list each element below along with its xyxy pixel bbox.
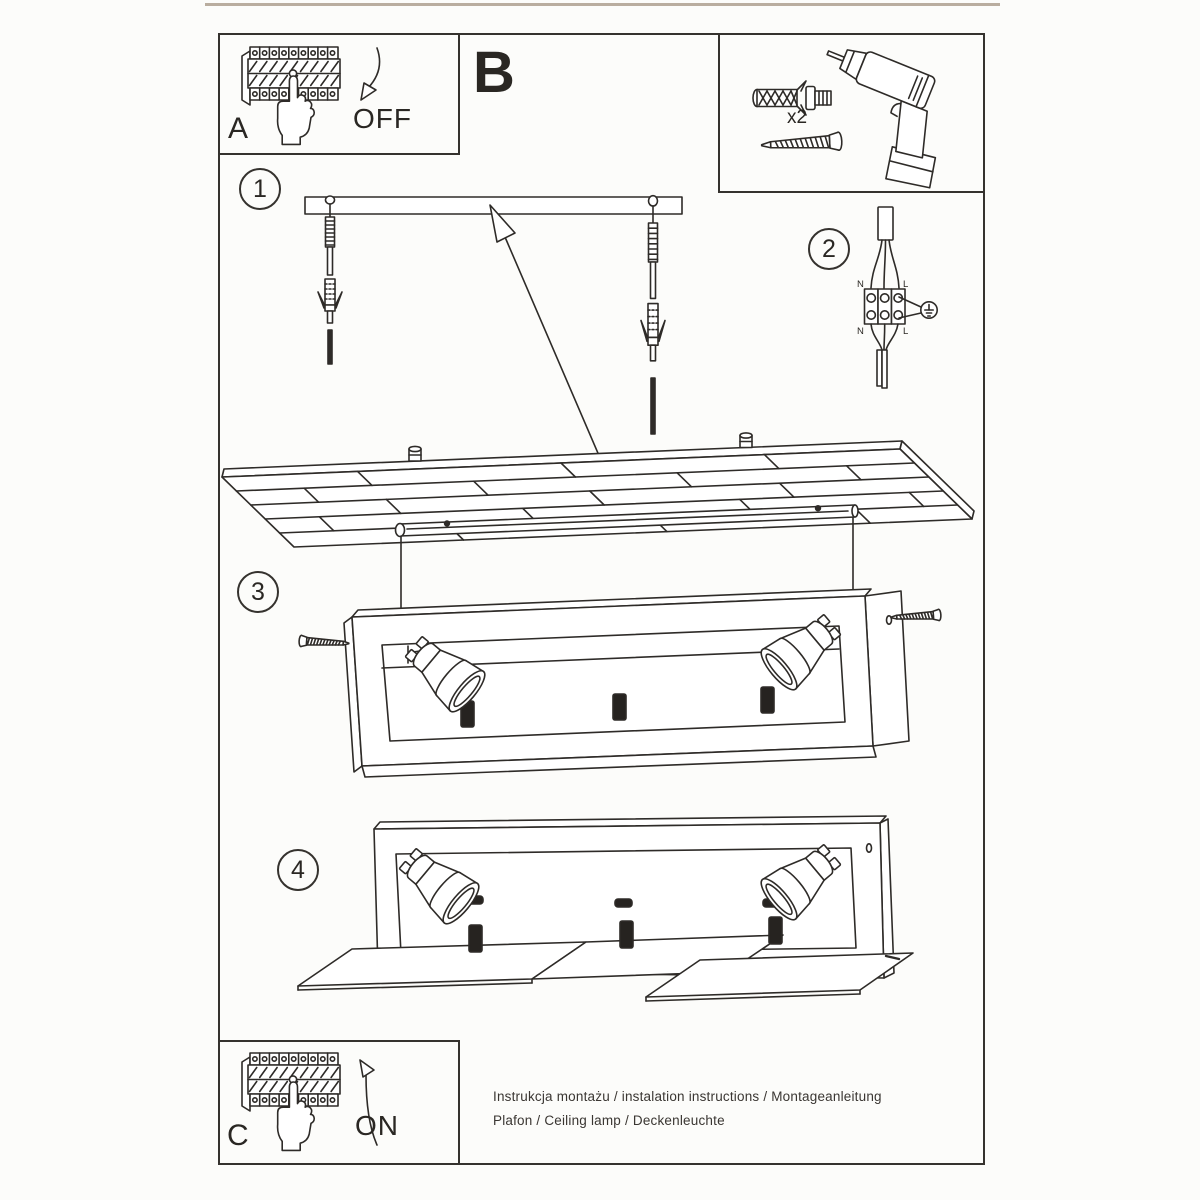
ceiling-bolt (740, 433, 752, 448)
section-b-label: B (473, 40, 515, 105)
lamp-peg (613, 694, 626, 720)
step-4-number: 4 (277, 849, 319, 891)
breaker-off-illustration (241, 46, 380, 146)
tools-illustration (752, 37, 969, 195)
lamp-peg (761, 687, 774, 713)
page-top-edge (205, 3, 1000, 6)
panel-a-box (218, 33, 460, 155)
side-screw-tip (886, 956, 899, 959)
lamp-peg (769, 917, 782, 944)
step-2-number: 2 (808, 228, 850, 270)
step-1-number: 1 (239, 168, 281, 210)
outer-frame (218, 33, 985, 1165)
bulb-holder (615, 899, 632, 907)
screw-anchor-assembly (639, 194, 667, 362)
drill-icon (792, 37, 968, 195)
cover-panel (646, 953, 913, 1001)
lamp-frame (344, 589, 909, 777)
panel-c-label: C (227, 1119, 249, 1152)
terminal-label-n-top: N (857, 279, 864, 290)
step1-illustration (305, 194, 682, 516)
terminal-label-l-top: L (903, 279, 909, 290)
power-on-label: ON (355, 1110, 399, 1141)
ceiling-panel (222, 433, 974, 547)
breaker-on-illustration (241, 1052, 377, 1152)
ceiling-bolt (409, 446, 421, 461)
footer-instructions-title: Instrukcja montażu / instalation instruc… (493, 1089, 882, 1104)
lamp-peg (469, 925, 482, 952)
screw-icon (760, 131, 844, 156)
curved-arrow-up-icon (360, 1060, 377, 1145)
panel-a-label: A (228, 112, 249, 145)
screw-anchor-assembly (317, 195, 343, 324)
power-cable (878, 207, 893, 240)
curved-arrow-down-icon (361, 48, 380, 100)
footer-product-name: Plafon / Ceiling lamp / Deckenleuchte (493, 1113, 725, 1128)
terminal-label-l-bottom: L (903, 326, 909, 337)
ground-symbol-icon (899, 297, 937, 318)
side-screw (298, 634, 350, 650)
cover-panel (298, 942, 586, 990)
step3-illustration (222, 433, 974, 777)
tools-box (718, 33, 985, 193)
lamp-peg (620, 921, 633, 948)
step4-illustration (298, 816, 913, 1001)
anchor-quantity-label: x2 (787, 107, 808, 128)
step-3-number: 3 (237, 571, 279, 613)
power-off-label: OFF (353, 103, 412, 134)
mounting-bracket (396, 505, 859, 537)
step2-wiring-illustration (865, 207, 938, 388)
panel-c-box (218, 1040, 460, 1165)
terminal-label-n-bottom: N (857, 326, 864, 337)
